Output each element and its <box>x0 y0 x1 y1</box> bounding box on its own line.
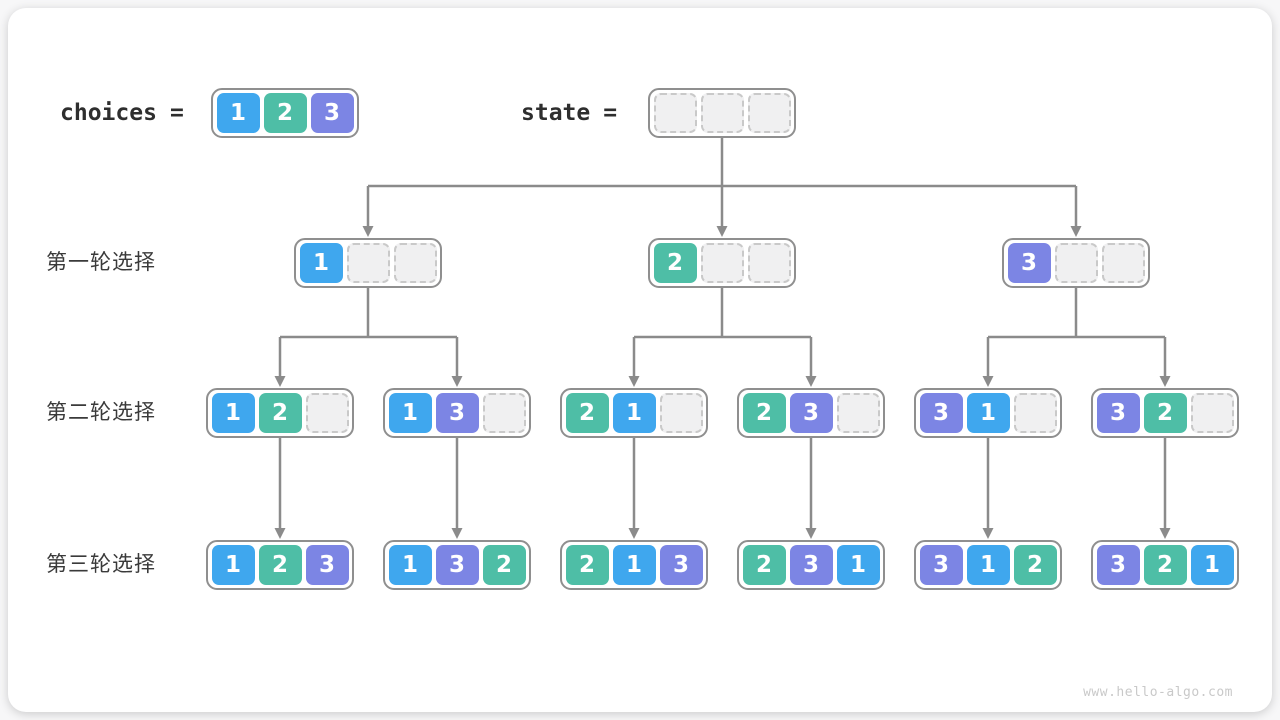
empty-cell <box>482 393 526 433</box>
cell-value-3: 3 <box>919 545 963 585</box>
choices-label-text: choices <box>60 100 157 126</box>
round-1-label: 第一轮选择 <box>46 251 156 274</box>
cell-value-3: 3 <box>310 93 354 133</box>
cell-value-2: 2 <box>1143 393 1187 433</box>
empty-cell <box>346 243 390 283</box>
empty-cell <box>747 243 791 283</box>
cell-value-1: 1 <box>211 545 255 585</box>
diagram-card <box>8 8 1272 712</box>
cell-value-2: 2 <box>742 545 786 585</box>
cell-value-2: 2 <box>1013 545 1057 585</box>
empty-cell <box>1013 393 1057 433</box>
empty-cell <box>1101 243 1145 283</box>
cell-value-1: 1 <box>388 545 432 585</box>
watermark-url: www.hello-algo.com <box>1083 685 1233 700</box>
cell-value-2: 2 <box>742 393 786 433</box>
cell-value-2: 2 <box>263 93 307 133</box>
state-array-box <box>648 88 796 138</box>
round-1-state-box: 1 <box>294 238 442 288</box>
cell-value-1: 1 <box>388 393 432 433</box>
cell-value-3: 3 <box>919 393 963 433</box>
round-1-state-box: 3 <box>1002 238 1150 288</box>
cell-value-3: 3 <box>435 545 479 585</box>
cell-value-2: 2 <box>653 243 697 283</box>
cell-value-2: 2 <box>565 545 609 585</box>
empty-cell <box>659 393 703 433</box>
cell-value-3: 3 <box>659 545 703 585</box>
cell-value-3: 3 <box>435 393 479 433</box>
cell-value-2: 2 <box>565 393 609 433</box>
cell-value-3: 3 <box>789 545 833 585</box>
cell-value-2: 2 <box>258 545 302 585</box>
empty-cell <box>700 243 744 283</box>
cell-value-1: 1 <box>966 393 1010 433</box>
cell-value-1: 1 <box>836 545 880 585</box>
state-label: state = <box>521 100 617 126</box>
empty-cell <box>836 393 880 433</box>
cell-value-1: 1 <box>612 393 656 433</box>
empty-cell <box>653 93 697 133</box>
round-3-label: 第三轮选择 <box>46 553 156 576</box>
cell-value-1: 1 <box>612 545 656 585</box>
cell-value-2: 2 <box>482 545 526 585</box>
cell-value-1: 1 <box>216 93 260 133</box>
state-equals-sign: = <box>603 100 618 126</box>
cell-value-3: 3 <box>789 393 833 433</box>
empty-cell <box>1190 393 1234 433</box>
empty-cell <box>700 93 744 133</box>
cell-value-3: 3 <box>1096 393 1140 433</box>
choices-label: choices = <box>60 100 184 126</box>
round-2-label: 第二轮选择 <box>46 401 156 424</box>
choices-equals-sign: = <box>169 100 184 126</box>
empty-cell <box>393 243 437 283</box>
cell-value-3: 3 <box>1096 545 1140 585</box>
empty-cell <box>747 93 791 133</box>
empty-cell <box>305 393 349 433</box>
round-1-state-box: 2 <box>648 238 796 288</box>
cell-value-1: 1 <box>299 243 343 283</box>
empty-cell <box>1054 243 1098 283</box>
cell-value-1: 1 <box>211 393 255 433</box>
cell-value-3: 3 <box>1007 243 1051 283</box>
cell-value-1: 1 <box>1190 545 1234 585</box>
cell-value-2: 2 <box>1143 545 1187 585</box>
cell-value-3: 3 <box>305 545 349 585</box>
cell-value-1: 1 <box>966 545 1010 585</box>
cell-value-2: 2 <box>258 393 302 433</box>
state-label-text: state <box>521 100 591 126</box>
